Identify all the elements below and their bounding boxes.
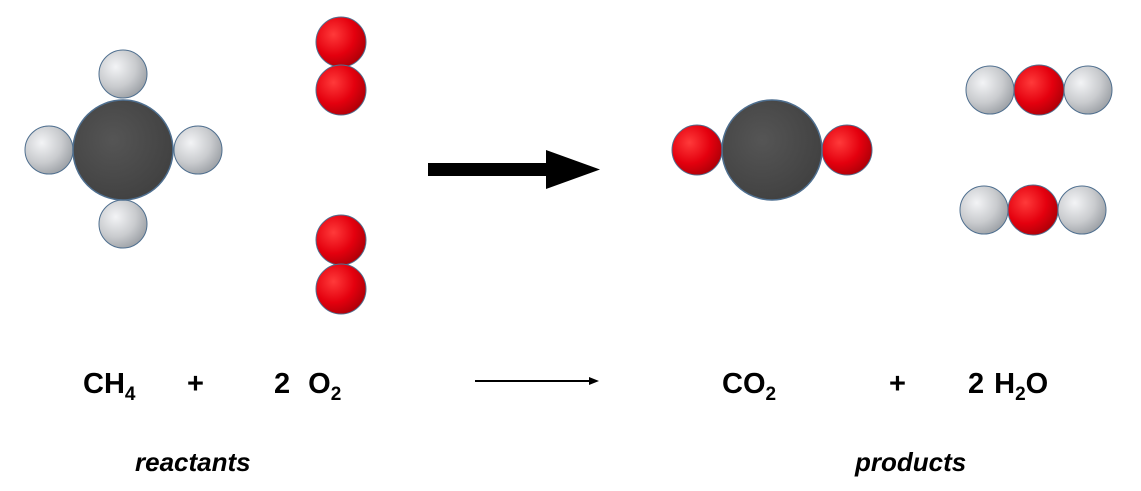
oxygen-atom <box>671 124 723 176</box>
water-molecule <box>965 64 1113 116</box>
oxygen-atom <box>315 16 367 68</box>
formula-methane: CH4 <box>83 368 136 405</box>
reactants-label: reactants <box>135 447 251 477</box>
carbon-atom <box>72 99 174 201</box>
oxygen-atom <box>1013 64 1065 116</box>
water-molecule <box>959 184 1107 236</box>
oxygen-atom <box>315 214 367 266</box>
hydrogen-atom <box>1063 65 1113 115</box>
formula-carbon-dioxide: CO2 <box>722 368 776 405</box>
hydrogen-atom <box>98 199 148 249</box>
oxygen-molecule <box>315 16 367 116</box>
carbon-dioxide-molecule <box>671 99 873 201</box>
hydrogen-atom <box>1057 185 1107 235</box>
oxygen-atom <box>315 64 367 116</box>
oxygen-molecule <box>315 214 367 315</box>
oxygen-atom <box>1007 184 1059 236</box>
carbon-atom <box>721 99 823 201</box>
oxygen-atom <box>315 263 367 315</box>
hydrogen-atom <box>173 125 223 175</box>
hydrogen-atom <box>959 185 1009 235</box>
hydrogen-atom <box>98 49 148 99</box>
methane-molecule <box>24 49 223 249</box>
products-label: products <box>854 447 966 477</box>
plus-sign: + <box>187 368 204 400</box>
plus-sign: + <box>889 368 906 400</box>
oxygen-atom <box>821 124 873 176</box>
equation-arrow-icon <box>475 377 599 385</box>
hydrogen-atom <box>24 125 74 175</box>
hydrogen-atom <box>965 65 1015 115</box>
reaction-arrow-icon <box>428 150 600 189</box>
